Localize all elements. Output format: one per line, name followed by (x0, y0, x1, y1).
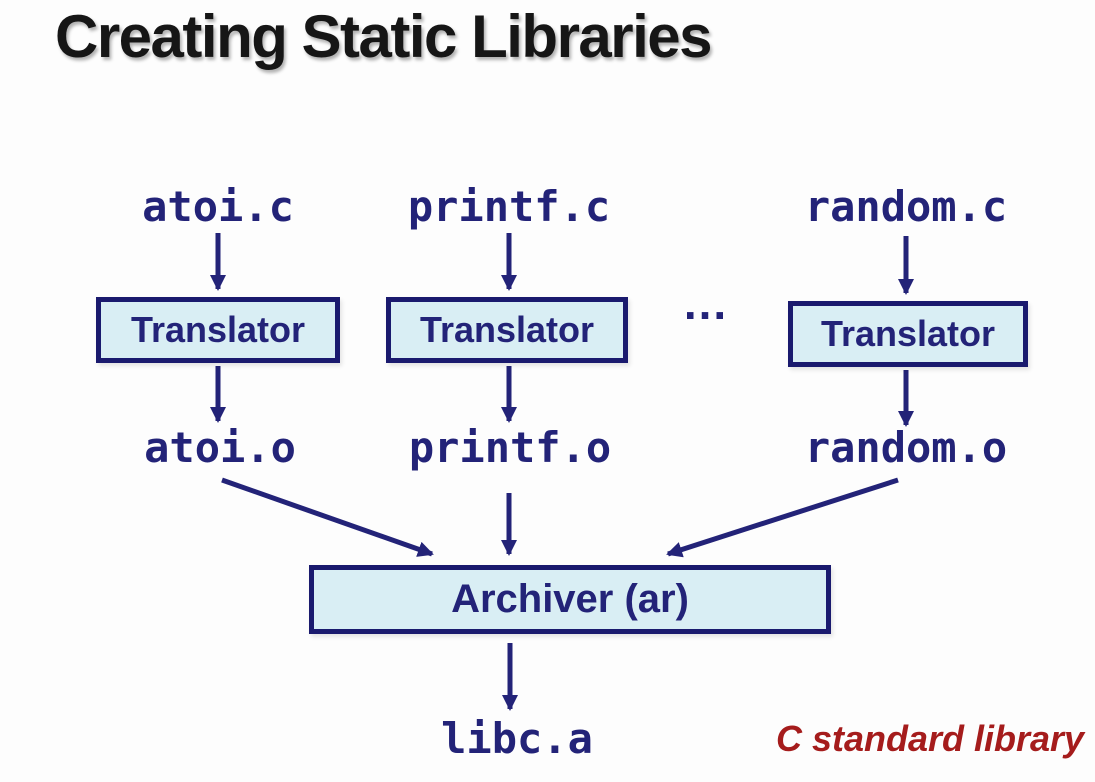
object-random-o: random.o (804, 423, 1008, 472)
translator-box-2: Translator (386, 297, 628, 363)
archiver-box: Archiver (ar) (309, 565, 831, 634)
translator-label: Translator (130, 309, 306, 350)
object-printf-o: printf.o (408, 423, 612, 472)
archiver-label: Archiver (ar) (451, 577, 689, 621)
translator-box-3: Translator (788, 301, 1028, 367)
object-atoi-o: atoi.o (144, 423, 296, 472)
ellipsis-more-translators: ... (683, 277, 729, 329)
translator-box-1: Translator (96, 297, 340, 363)
source-printf-c: printf.c (407, 182, 611, 231)
output-libc-a: libc.a (441, 714, 593, 763)
source-atoi-c: atoi.c (142, 182, 294, 231)
translator-label: Translator (820, 313, 996, 354)
annotation-c-standard-library: C standard library (775, 718, 1085, 759)
source-random-c: random.c (804, 182, 1008, 231)
translator-label: Translator (419, 309, 595, 350)
arrow-random-o-to-archiver (666, 477, 899, 558)
arrow-atoi-o-to-archiver (221, 477, 434, 557)
page-title: Creating Static Libraries (55, 3, 713, 70)
